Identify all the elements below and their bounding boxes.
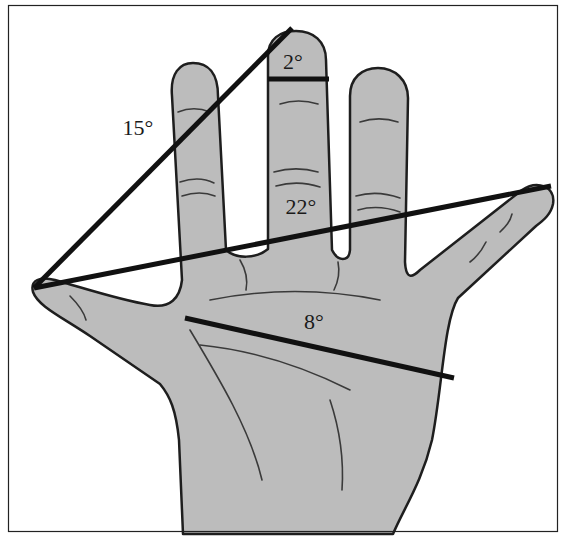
measure-line bbox=[268, 77, 329, 82]
angle-label: 2° bbox=[283, 51, 303, 73]
measure-lines bbox=[34, 28, 551, 378]
crease bbox=[180, 179, 214, 183]
crease bbox=[360, 119, 398, 122]
crease bbox=[470, 242, 486, 262]
crease bbox=[274, 169, 318, 172]
crease bbox=[182, 193, 215, 196]
measure-line bbox=[34, 186, 551, 288]
crease bbox=[334, 262, 339, 290]
crease bbox=[280, 101, 318, 104]
measure-line bbox=[34, 28, 292, 288]
crease bbox=[358, 208, 400, 212]
hand-creases bbox=[70, 101, 512, 490]
hand-outline bbox=[32, 31, 553, 534]
crease bbox=[276, 183, 320, 187]
crease bbox=[500, 214, 512, 232]
palm-line bbox=[210, 292, 380, 300]
frame bbox=[9, 6, 558, 532]
crease bbox=[70, 296, 86, 320]
crease bbox=[356, 194, 400, 198]
angle-label: 22° bbox=[286, 196, 317, 218]
angle-label: 15° bbox=[123, 117, 154, 139]
crease bbox=[240, 260, 247, 290]
crease bbox=[178, 109, 210, 112]
palm-line bbox=[190, 330, 262, 480]
angle-label: 8° bbox=[304, 311, 324, 333]
palm-line bbox=[330, 400, 343, 490]
